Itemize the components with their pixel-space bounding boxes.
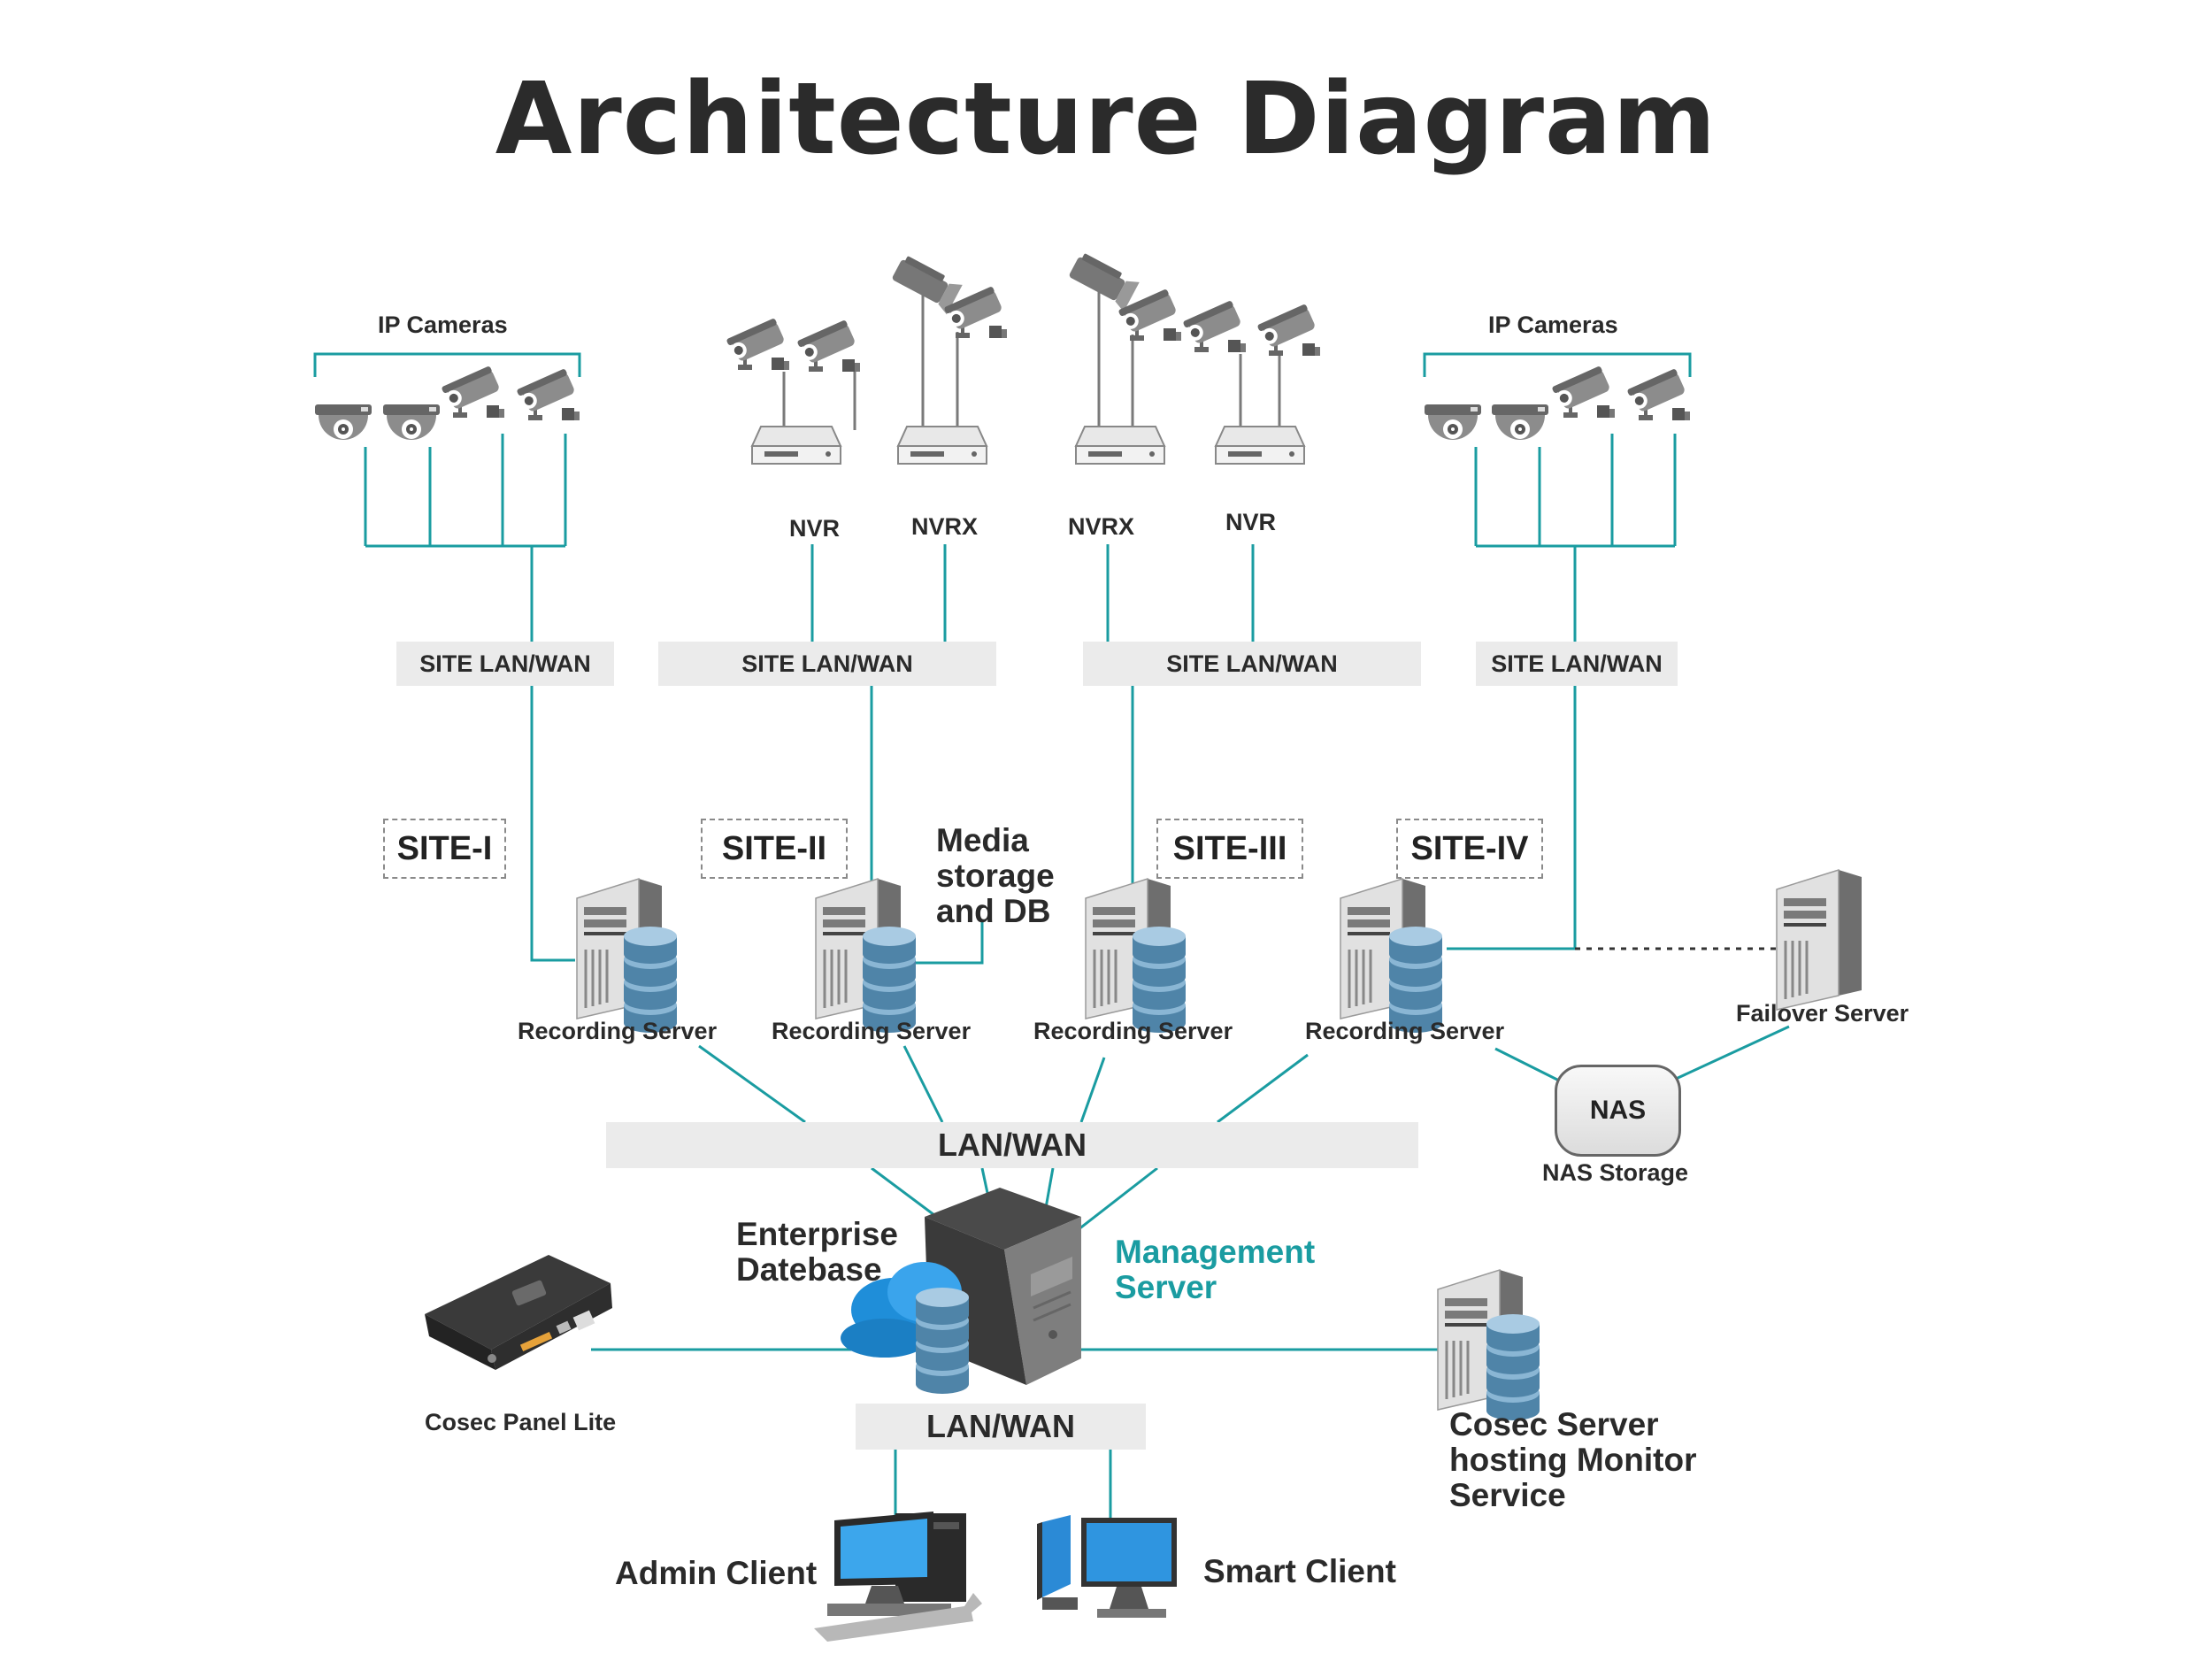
admin-client-label: Admin Client: [615, 1555, 818, 1591]
recording-server-label: Recording Server: [518, 1018, 718, 1044]
bullet-camera-icon: [515, 368, 580, 420]
nas-label: NAS: [1589, 1096, 1647, 1125]
client-lan-wan: LAN/WAN: [856, 1404, 1146, 1450]
site-lan-wan-4: SITE LAN/WAN: [1476, 642, 1678, 686]
recording-server-label: Recording Server: [1033, 1018, 1233, 1044]
nvr-camera-groups: [782, 292, 1281, 430]
dome-camera-icon: [1425, 404, 1481, 440]
admin-client-icon: [814, 1512, 982, 1642]
bullet-camera-icon: [1256, 304, 1320, 356]
enterprise-database-label: Enterprise Datebase: [736, 1216, 899, 1288]
nvr-device-icon: [1215, 426, 1305, 465]
page-title: Architecture Diagram: [495, 62, 1717, 177]
ip-cameras-label-right: IP Cameras: [1488, 312, 1618, 338]
site-iv-tag: SITE-IV: [1396, 819, 1543, 879]
bullet-camera-icon: [1625, 368, 1690, 420]
core-lan-wan: LAN/WAN: [606, 1122, 1418, 1168]
site-lan-wan-1: SITE LAN/WAN: [396, 642, 614, 686]
site-lan-wan-3: SITE LAN/WAN: [1083, 642, 1421, 686]
nvr-label: NVR: [1225, 509, 1277, 535]
site-lan-wan-2: SITE LAN/WAN: [658, 642, 996, 686]
nas-storage-node: NAS: [1555, 1065, 1681, 1157]
bullet-camera-icon: [440, 365, 504, 418]
smart-client-label: Smart Client: [1203, 1553, 1396, 1589]
failover-server-label: Failover Server: [1736, 1000, 1909, 1027]
ptz-camera-icon: [1065, 251, 1140, 312]
bullet-camera-icon: [1550, 365, 1615, 418]
recording-server-4: [1339, 877, 1442, 1033]
enterprise-database-icon: [841, 1262, 969, 1394]
management-server-label: Management Server: [1115, 1234, 1316, 1305]
site-iii-tag: SITE-III: [1156, 819, 1303, 879]
management-server-icon: [925, 1188, 1081, 1385]
dome-camera-icon: [383, 404, 440, 440]
site-ii-tag: SITE-II: [701, 819, 848, 879]
smart-client-icon: [1037, 1515, 1177, 1618]
cosec-panel-lite-label: Cosec Panel Lite: [425, 1409, 617, 1435]
dome-camera-icon: [1492, 404, 1548, 440]
cosec-panel-lite-icon: [425, 1255, 612, 1370]
nvr-device-icon: [897, 426, 987, 465]
nas-storage-caption: NAS Storage: [1542, 1159, 1689, 1186]
left-camera-group: [315, 365, 580, 440]
nvr-device-icon: [1075, 426, 1165, 465]
bullet-camera-icon: [725, 318, 789, 370]
nvr-label: NVR: [789, 515, 841, 542]
cosec-server-label: Cosec Server hosting Monitor Service: [1449, 1406, 1697, 1513]
recording-server-2: [814, 877, 916, 1033]
bullet-camera-icon: [1181, 300, 1246, 352]
connection-lines: [313, 352, 1790, 1524]
site-i-tag: SITE-I: [383, 819, 506, 879]
dome-camera-icon: [315, 404, 372, 440]
cosec-server-icon: [1436, 1268, 1540, 1420]
ip-cameras-label-left: IP Cameras: [378, 312, 508, 338]
recording-server-1: [575, 877, 677, 1033]
recording-server-3: [1084, 877, 1186, 1033]
recording-server-label: Recording Server: [772, 1018, 972, 1044]
media-storage-label: Media storage and DB: [936, 822, 1055, 929]
nvrx-label: NVRX: [1068, 513, 1135, 540]
bullet-camera-icon: [795, 319, 860, 372]
recording-server-label: Recording Server: [1305, 1018, 1505, 1044]
nvrx-label: NVRX: [911, 513, 979, 540]
failover-server-icon: [1775, 868, 1863, 1012]
nvr-device-icon: [751, 426, 841, 465]
right-camera-group: [1425, 365, 1690, 440]
